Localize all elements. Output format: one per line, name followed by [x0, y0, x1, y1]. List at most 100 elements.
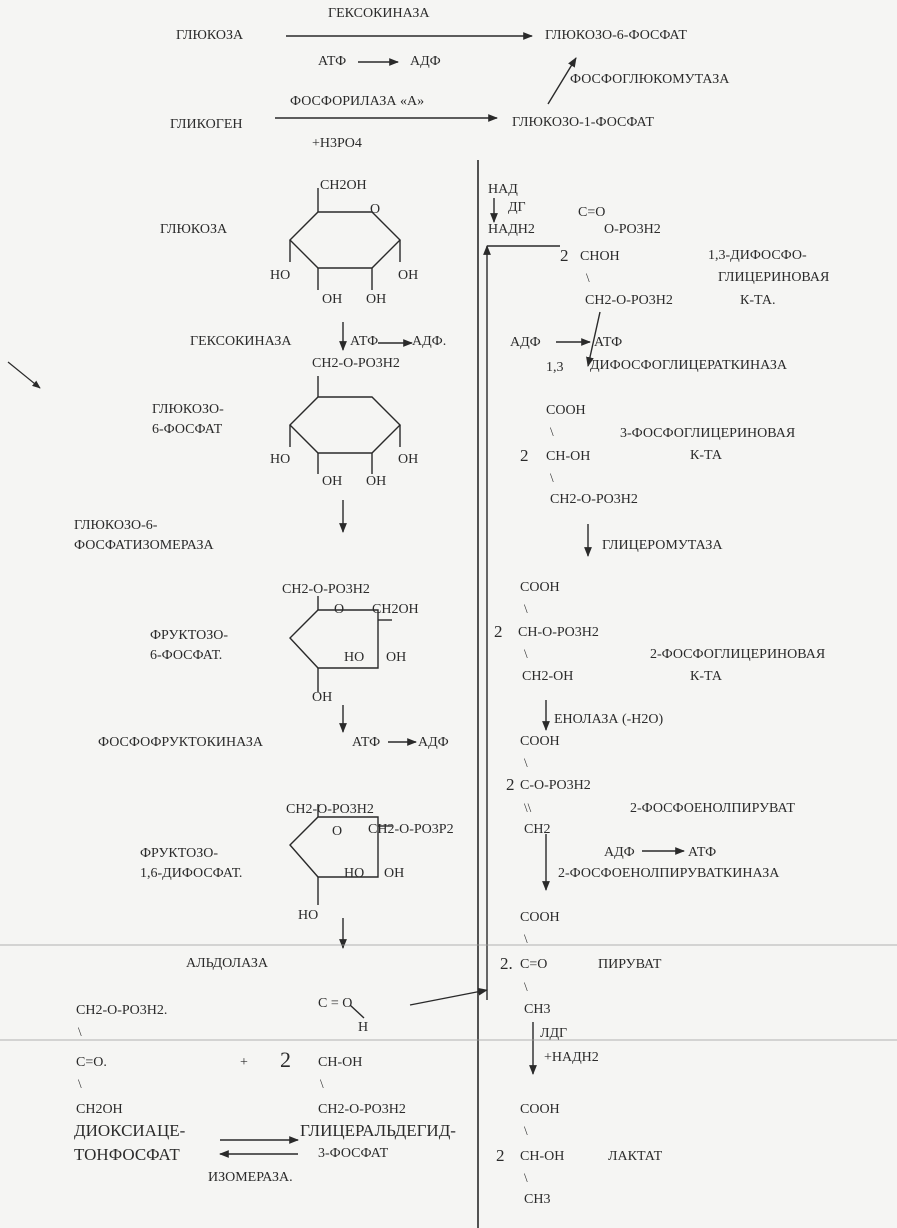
g6p-label1: ГЛЮКОЗО-	[152, 402, 224, 417]
f16-ho: HO	[344, 866, 365, 881]
top-phosphoglucomutase: ФОСФОГЛЮКОМУТАЗА	[570, 72, 730, 87]
f16-ch2: CH2-O-PO3H2	[286, 802, 374, 817]
bpg-name2: ГЛИЦЕРИНОВАЯ	[718, 270, 830, 285]
gap-bond: \	[320, 1076, 324, 1091]
pfk-label: ФОСФОФРУКТОКИНАЗА	[98, 735, 264, 750]
f6p-oh: OH	[386, 650, 407, 665]
lac-ch3: CH3	[524, 1192, 551, 1207]
bpg-coef: 2	[560, 246, 569, 265]
pg2-name2: К-ТА	[690, 669, 722, 684]
lac-coef: 2	[496, 1146, 505, 1165]
dhap-line2: C=O.	[76, 1055, 107, 1070]
ring-f6p	[289, 609, 379, 669]
top-adp: АДФ	[410, 54, 441, 69]
pk-enzyme: 2-ФОСФОЕНОЛПИРУВАТКИНАЗА	[558, 866, 780, 881]
g6p-label2: 6-ФОСФАТ	[152, 422, 223, 437]
gap-line3: CH2-O-PO3H2	[318, 1102, 406, 1117]
dhap-bond1: \	[78, 1024, 82, 1039]
hexokinase-step: ГЕКСОКИНАЗА	[190, 334, 292, 349]
pg2-name1: 2-ФОСФОГЛИЦЕРИНОВАЯ	[650, 647, 826, 662]
pep-c: C-O-PO3H2	[520, 778, 591, 793]
bpg-o: O-PO3H2	[604, 222, 661, 237]
pg3-coef: 2	[520, 446, 529, 465]
f6p-ch2oh: CH2OH	[372, 602, 419, 617]
pyr-cooh: COOH	[520, 910, 560, 925]
pgk-num: 1,3	[546, 360, 564, 375]
pyr-c: C=O	[520, 957, 548, 972]
bpg-ch2: CH2-O-PO3H2	[585, 293, 673, 308]
glucose-ho: HO	[270, 268, 291, 283]
hk-atp: АТФ	[350, 334, 379, 349]
pep-double-bond: \\	[524, 800, 532, 815]
arrow-g1p-g6p	[547, 57, 577, 105]
top-g6p: ГЛЮКОЗО-6-ФОСФАТ	[545, 28, 687, 43]
f6p-ring-o: O	[334, 602, 345, 617]
glucose-oh-1: OH	[322, 292, 343, 307]
g6p-oh-2: OH	[366, 474, 387, 489]
top-h3po4: +H3PO4	[312, 136, 362, 151]
bpg-bond: \	[586, 270, 590, 285]
g6p-oh-1: OH	[322, 474, 343, 489]
pg3-name2: К-ТА	[690, 448, 722, 463]
lac-bond2: \	[524, 1170, 528, 1185]
pg3-cooh: COOH	[546, 403, 586, 418]
mutase-label: ГЛИЦЕРОМУТАЗА	[602, 538, 723, 553]
dg-label: ДГ	[508, 200, 526, 215]
nadh2-label: НАДН2	[488, 222, 535, 237]
stray-mark	[7, 361, 41, 389]
plus-sign: +	[240, 1055, 248, 1070]
dhap-line1: CH2-O-PO3H2.	[76, 1003, 168, 1018]
f6p-oh-bottom: OH	[312, 690, 333, 705]
gap-name1: ГЛИЦЕРАЛЬДЕГИД-	[300, 1121, 456, 1140]
aldolase-label: АЛЬДОЛАЗА	[186, 956, 268, 971]
dhap-name2: ТОНФОСФАТ	[74, 1145, 180, 1164]
top-glucose: ГЛЮКОЗА	[176, 28, 244, 43]
gap-line1: C = O	[318, 996, 353, 1011]
g6p-ho: HO	[270, 452, 291, 467]
pep-cooh: COOH	[520, 734, 560, 749]
f16-ring-o: O	[332, 824, 343, 839]
isomerase-label: ИЗОМЕРАЗА.	[208, 1170, 293, 1185]
enolase-label: ЕНОЛАЗА (-H2O)	[554, 712, 664, 727]
glucose-ch2oh: CH2OH	[320, 178, 367, 193]
ring-glucose	[289, 211, 401, 269]
glucose-ring-o: O	[370, 202, 381, 217]
pep-bond1: \	[524, 755, 528, 770]
pyr-bond2: \	[524, 979, 528, 994]
pep-ch2: CH2	[524, 822, 551, 837]
bpg-c: C=O	[578, 205, 606, 220]
pg2-ch2: CH2-OH	[522, 669, 574, 684]
pg3-bond1: \	[550, 424, 554, 439]
pep-coef: 2	[506, 775, 515, 794]
glucose-oh-2: OH	[366, 292, 387, 307]
top-g1p: ГЛЮКОЗО-1-ФОСФАТ	[512, 115, 654, 130]
pfk-atp: АТФ	[352, 735, 381, 750]
lac-bond1: \	[524, 1123, 528, 1138]
top-atp: АТФ	[318, 54, 347, 69]
pk-adp: АДФ	[604, 845, 635, 860]
dhap-name1: ДИОКСИАЦЕ-	[74, 1121, 186, 1140]
ring-g6p	[289, 396, 401, 454]
bpg-name3: К-ТА.	[740, 293, 776, 308]
f16-ch2b: CH2-O-PO3P2	[368, 822, 454, 837]
gap-line2: CH-OH	[318, 1055, 363, 1070]
pg2-bond1: \	[524, 601, 528, 616]
g6p-ch2: CH2-O-PO3H2	[312, 356, 400, 371]
pk-atp: АТФ	[688, 845, 717, 860]
arrow-bpg-3pg	[586, 311, 601, 367]
pyr-coef: 2.	[500, 954, 513, 973]
top-hexokinase: ГЕКСОКИНАЗА	[328, 6, 430, 21]
ldh-label: ЛДГ	[540, 1026, 568, 1041]
top-glycogen: ГЛИКОГЕН	[170, 117, 243, 132]
f16-label2: 1,6-ДИФОСФАТ.	[140, 866, 243, 881]
ring-f16bp	[289, 816, 379, 878]
f6p-label2: 6-ФОСФАТ.	[150, 648, 223, 663]
f6p-ch2: CH2-O-PO3H2	[282, 582, 370, 597]
nad-label: НАД	[488, 182, 518, 197]
lac-cooh: COOH	[520, 1102, 560, 1117]
gap-name2: 3-ФОСФАТ	[318, 1146, 389, 1161]
f6p-ho: HO	[344, 650, 365, 665]
pg2-bond2: \	[524, 646, 528, 661]
